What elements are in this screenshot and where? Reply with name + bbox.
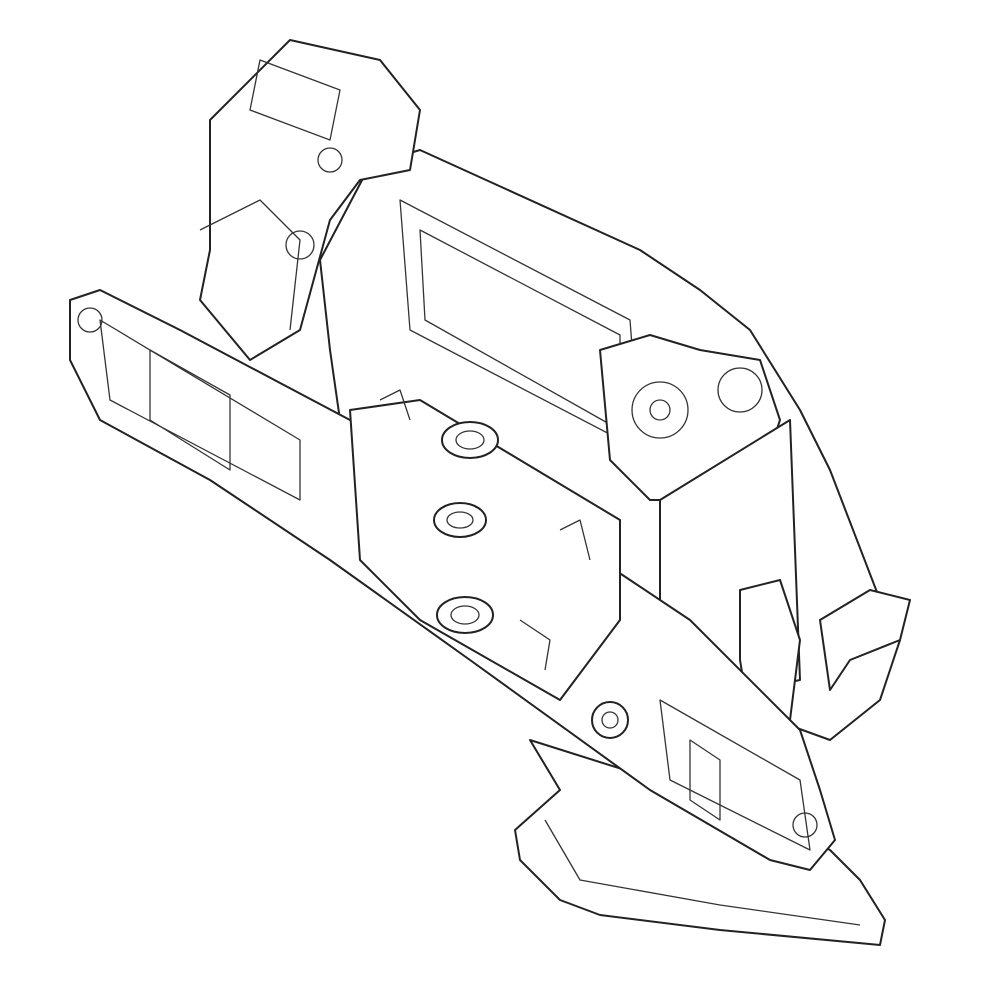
handle-grip (514, 739, 886, 946)
internal-mounts (349, 389, 629, 739)
motor-assembly (199, 39, 421, 361)
